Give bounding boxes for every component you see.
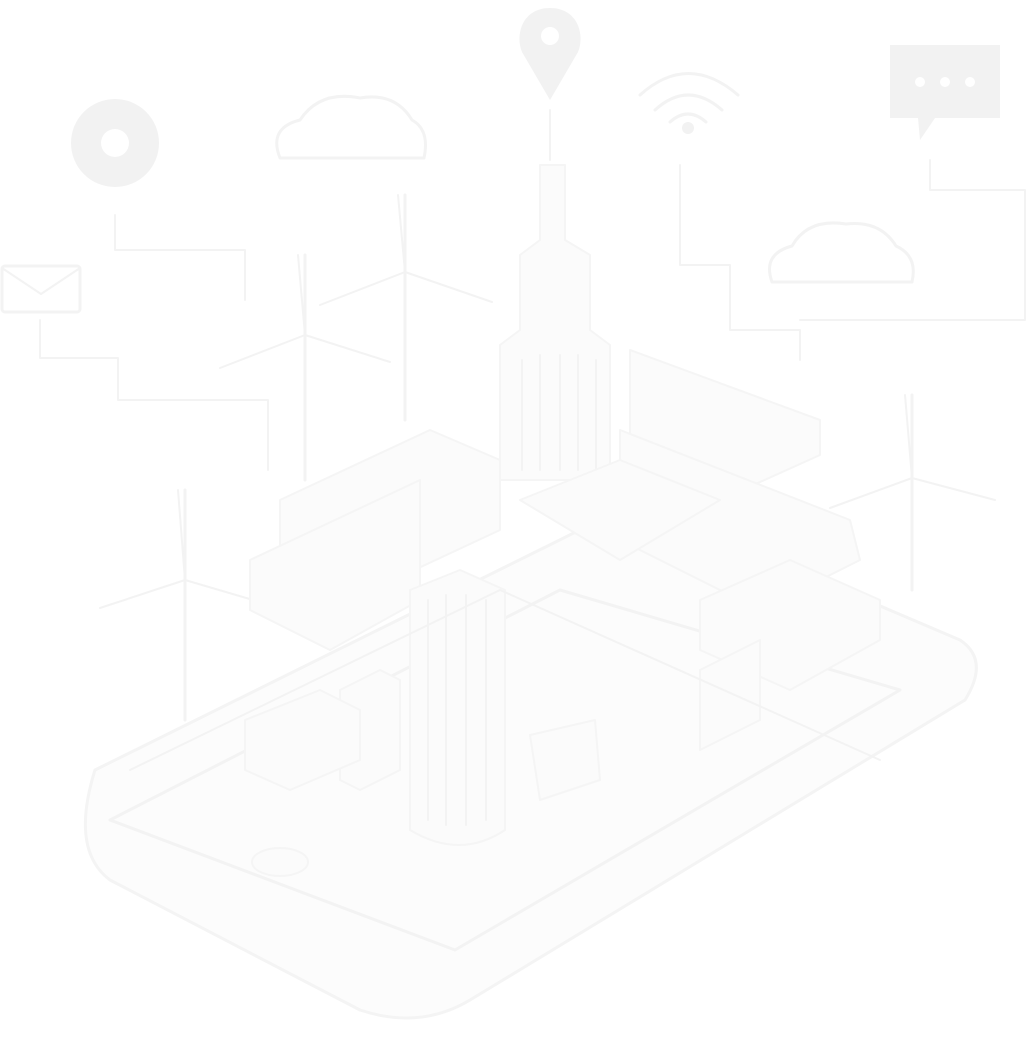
city-buildings — [129, 349, 881, 846]
wind-turbine-icon — [829, 393, 996, 592]
location-pin-icon — [519, 8, 581, 100]
home-button — [251, 847, 309, 877]
tree — [529, 719, 601, 801]
cloud-icon — [275, 94, 427, 160]
wind-turbine-icon — [99, 488, 271, 722]
gear-icon — [71, 99, 159, 187]
chat-bubble-icon — [890, 45, 1000, 140]
cloud-icon — [768, 221, 915, 284]
building — [409, 569, 506, 846]
wind-turbine-icon — [319, 193, 493, 422]
building — [244, 689, 361, 791]
central-tower — [499, 164, 611, 481]
wifi-icon — [638, 72, 740, 134]
plaza — [519, 459, 721, 561]
wind-turbine-icon — [219, 253, 391, 482]
connection-lines — [39, 109, 1026, 471]
building — [699, 639, 761, 751]
building — [249, 479, 421, 651]
mail-icon — [0, 264, 82, 314]
